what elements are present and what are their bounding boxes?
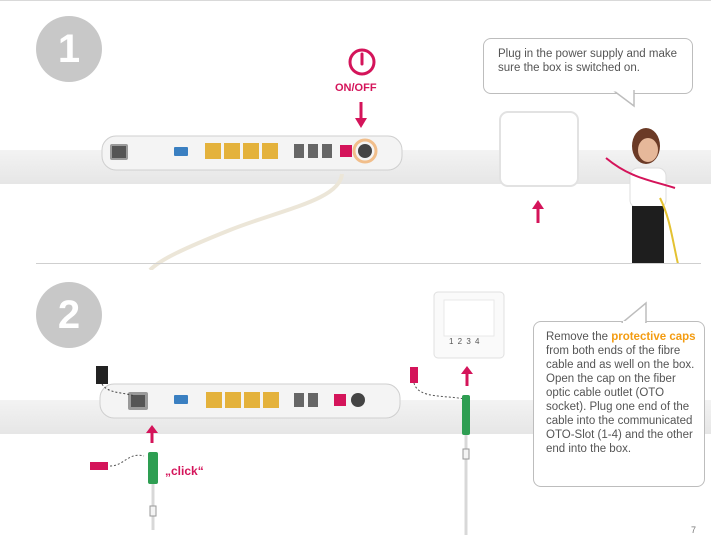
- arrow-up-icon-3: [461, 366, 473, 386]
- step-2-instruction-post: from both ends of the fibre cable and as…: [546, 345, 695, 455]
- oto-port-labels: 1 2 3 4: [449, 337, 481, 346]
- power-icon: [348, 48, 376, 76]
- step-separator: [36, 263, 701, 264]
- page-number: 7: [691, 525, 697, 535]
- step-1-badge: 1: [36, 16, 102, 82]
- fiber-connector-left: [90, 452, 158, 530]
- step-2-badge: 2: [36, 282, 102, 348]
- router-box: [499, 111, 579, 187]
- person-illustration: [605, 128, 679, 264]
- top-rule: [0, 0, 711, 1]
- on-off-label: ON/OFF: [335, 82, 377, 94]
- router-device-1: [101, 135, 403, 270]
- step-2-instruction-pre: Remove the: [546, 331, 612, 343]
- oto-socket: [433, 291, 505, 359]
- arrow-up-icon: [532, 200, 544, 223]
- arrow-up-icon-2: [146, 425, 158, 443]
- bubble-tail-2: [620, 301, 647, 323]
- bubble-tail-1: [611, 90, 635, 108]
- click-label: „click“: [165, 464, 204, 478]
- fiber-connector-right: [410, 367, 470, 535]
- step-1-instruction-bubble: Plug in the power supply and make sure t…: [483, 38, 693, 94]
- arrow-down-icon: [355, 102, 367, 128]
- router-device-2: [96, 366, 401, 419]
- step-1-instruction-text: Plug in the power supply and make sure t…: [498, 48, 677, 74]
- step-2-instruction-bubble: Remove the protective caps from both end…: [533, 321, 705, 487]
- protective-caps-highlight: protective caps: [611, 331, 696, 343]
